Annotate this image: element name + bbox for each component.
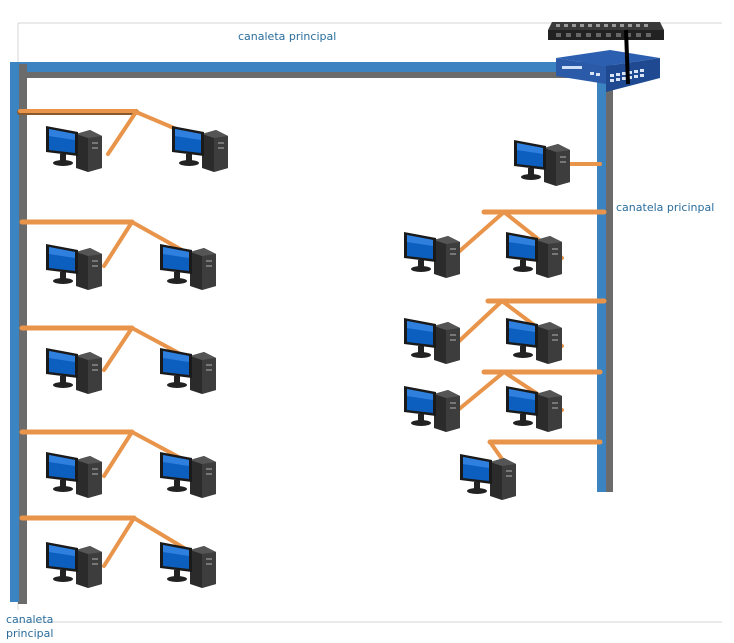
desktop-computer-icon	[46, 542, 102, 588]
workstations-right	[404, 140, 570, 500]
patch-panel-icon	[548, 22, 664, 40]
desktop-computer-icon	[506, 386, 562, 432]
desktop-computer-icon	[514, 140, 570, 186]
desktop-computer-icon	[46, 348, 102, 394]
desktop-computer-icon	[404, 318, 460, 364]
right-channel-label: canatela pricinpal	[616, 201, 714, 214]
top-channel-label: canaleta principal	[238, 30, 336, 43]
desktop-computer-icon	[160, 542, 216, 588]
main-channel-top	[12, 62, 614, 78]
desktop-computer-icon	[46, 126, 102, 172]
branch-cable-row-1	[17, 109, 228, 156]
desktop-computer-icon	[172, 126, 228, 172]
desktop-computer-icon	[506, 318, 562, 364]
main-channel-right	[597, 62, 613, 492]
desktop-computer-icon	[506, 232, 562, 278]
branch-cables-right	[452, 162, 607, 478]
desktop-computer-icon	[404, 386, 460, 432]
left-channel-label-line2: principal	[6, 627, 53, 640]
main-channel-left	[10, 62, 27, 604]
branch-cables-left	[17, 109, 228, 568]
desktop-computer-icon	[160, 348, 216, 394]
desktop-computer-icon	[46, 452, 102, 498]
desktop-computer-icon	[404, 232, 460, 278]
network-switch-icon	[556, 50, 660, 92]
left-channel-label-line1: canaleta	[6, 613, 53, 626]
desktop-computer-icon	[160, 244, 216, 290]
desktop-computer-icon	[160, 452, 216, 498]
desktop-computer-icon	[46, 244, 102, 290]
uplink-cable	[624, 29, 630, 85]
desktop-computer-icon	[460, 454, 516, 500]
